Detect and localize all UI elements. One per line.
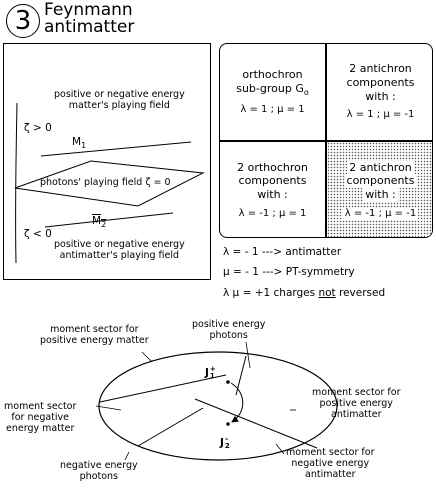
title-line-2: antimatter — [44, 17, 135, 37]
neg-antimatter-line-3: antimatter — [305, 468, 356, 480]
j1-plus-label: J+1 — [205, 366, 216, 380]
pos-photons-line-2: photons — [209, 329, 248, 341]
m2-subscript: 2 — [101, 220, 107, 230]
pos-photons-line-1: positive energy — [192, 319, 266, 330]
label-positive-energy-matter-sector: moment sector for positive energy matter — [40, 324, 149, 347]
cell-br-line-1: 2 antichron — [347, 160, 414, 175]
section-number: 3 — [6, 4, 40, 38]
cell-antichron-positive: 2 antichron components with : λ = 1 ; μ … — [327, 44, 432, 140]
antimatter-field-label: positive or negative energy antimatter's… — [54, 239, 185, 262]
cell-bl-line-2: components — [238, 174, 307, 188]
cell-tl-equation: λ = 1 ; μ = 1 — [240, 103, 305, 115]
neg-matter-line-3: energy matter — [6, 422, 75, 434]
j2-symbol: J — [220, 437, 224, 449]
cell-orthochron-negative: 2 orthochron components with : λ = -1 ; … — [220, 142, 325, 237]
zeta-negative-label: ζ < 0 — [24, 228, 52, 240]
label-negative-energy-matter-sector: moment sector for negative energy matter — [4, 401, 77, 435]
legend-charges: λ μ = +1 charges not reversed — [223, 287, 385, 299]
cell-tr-equation: λ = 1 ; μ = -1 — [346, 109, 415, 121]
cell-bl-line-3: with : — [257, 188, 288, 202]
cell-tl-line-2: sub-group Go — [236, 82, 309, 98]
cell-tl-subscript: o — [303, 87, 309, 97]
label-positive-energy-antimatter-sector: moment sector for positive energy antima… — [312, 387, 401, 421]
page-title: Feynmann antimatter — [44, 2, 134, 36]
legend-charges-not: not — [318, 287, 336, 299]
neg-antimatter-line-2: negative energy — [291, 457, 370, 469]
cell-br-equation: λ = -1 ; μ = -1 — [342, 207, 419, 221]
cell-tr-line-2: components — [346, 75, 415, 89]
j1-superscript: + — [209, 365, 216, 373]
photons-field-label: photons' playing field ζ = 0 — [40, 177, 171, 188]
cell-bl-line-1: 2 orthochron — [237, 160, 308, 174]
components-table: orthochron sub-group Go λ = 1 ; μ = 1 2 … — [219, 43, 433, 238]
j1-symbol: J — [205, 367, 209, 379]
m1-symbol: M — [72, 136, 82, 148]
legend-pt-symmetry: μ = - 1 ---> PT-symmetry — [223, 266, 355, 278]
pos-antimatter-line-1: moment sector for — [312, 387, 401, 398]
m1-label: M1 — [72, 136, 86, 150]
antimatter-field-label-line-1: positive or negative energy — [54, 239, 185, 250]
label-positive-energy-photons: positive energy photons — [192, 319, 266, 342]
neg-photons-line-1: negative energy — [60, 460, 138, 471]
neg-antimatter-line-1: moment sector for — [286, 447, 375, 458]
neg-matter-line-1: moment sector — [4, 401, 77, 412]
cell-bl-equation: λ = -1 ; μ = 1 — [238, 207, 307, 219]
matter-field-label-line-2: matter's playing field — [68, 99, 170, 111]
playing-fields-drawing — [14, 102, 205, 264]
matter-field-label: positive or negative energy matter's pla… — [54, 89, 185, 112]
table-horizontal-divider — [220, 140, 432, 142]
neg-photons-line-2: photons — [79, 470, 119, 482]
j2-subscript: 2 — [224, 442, 230, 450]
m1-subscript: 1 — [81, 141, 87, 151]
j2-superscript: – — [224, 435, 229, 443]
pos-antimatter-line-3: antimatter — [331, 408, 382, 420]
cell-br-line-3: with : — [363, 188, 398, 202]
cell-antichron-negative: 2 antichron components with : λ = -1 ; μ… — [327, 142, 432, 237]
left-panel: positive or negative energy matter's pla… — [3, 43, 211, 280]
legend-charges-suffix: reversed — [335, 287, 386, 299]
j2-minus-label: J–2 — [220, 436, 230, 450]
cell-tr-line-1: 2 antichron — [349, 62, 412, 76]
neg-matter-line-2: for negative — [11, 411, 70, 423]
pos-matter-line-1: moment sector for — [50, 324, 139, 335]
pos-antimatter-line-2: positive energy — [319, 397, 393, 409]
pos-matter-line-2: positive energy matter — [40, 334, 149, 346]
legend-antimatter: λ = - 1 ---> antimatter — [223, 246, 342, 258]
cell-br-line-2: components — [344, 174, 417, 189]
cell-tl-line-1: orthochron — [242, 67, 303, 81]
cell-tr-line-3: with : — [365, 89, 396, 103]
j1-subscript: 1 — [209, 372, 215, 380]
cell-orthochron-subgroup: orthochron sub-group Go λ = 1 ; μ = 1 — [220, 44, 325, 140]
label-negative-energy-photons: negative energy photons — [60, 460, 138, 483]
title-line-1: Feynmann — [44, 0, 133, 20]
matter-field-label-line-1: positive or negative energy — [54, 89, 185, 100]
legend-charges-prefix: λ μ = +1 charges — [223, 287, 319, 299]
cell-tl-line-2-text: sub-group G — [236, 81, 304, 95]
zeta-positive-label: ζ > 0 — [24, 122, 52, 134]
antimatter-field-label-line-2: antimatter's playing field — [59, 249, 180, 261]
label-negative-energy-antimatter-sector: moment sector for negative energy antima… — [286, 447, 375, 481]
m2-symbol: M — [92, 215, 102, 227]
m2-label: M2 — [92, 215, 106, 229]
